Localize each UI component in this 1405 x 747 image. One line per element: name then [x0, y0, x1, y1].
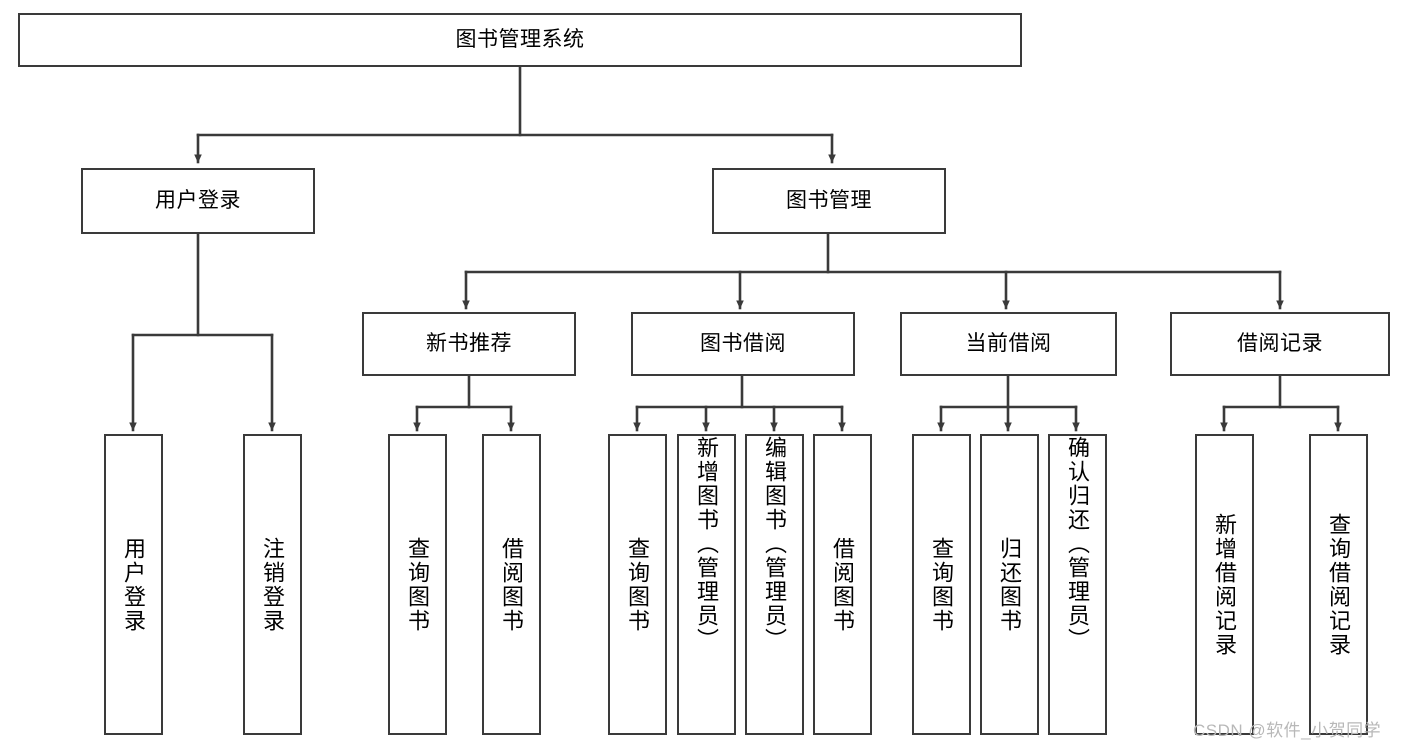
csdn-watermark: CSDN @软件_小贺同学	[1193, 721, 1382, 740]
leaf-confirm-return-admin[interactable]: 确认归还（管理员）	[1048, 434, 1107, 735]
node-root-system[interactable]: 图书管理系统	[18, 13, 1022, 67]
node-label: 新增图书（管理员）	[694, 436, 720, 652]
leaf-edit-book-admin[interactable]: 编辑图书（管理员）	[745, 434, 804, 735]
node-label: 图书借阅	[700, 332, 786, 356]
node-label: 用户登录	[155, 189, 241, 213]
node-borrow-record[interactable]: 借阅记录	[1170, 312, 1390, 376]
node-label: 查询图书	[405, 536, 431, 633]
node-label: 注销登录	[260, 536, 286, 633]
leaf-borrow-book-recommend[interactable]: 借阅图书	[482, 434, 541, 735]
leaf-return-book[interactable]: 归还图书	[980, 434, 1039, 735]
leaf-user-login[interactable]: 用户登录	[104, 434, 163, 735]
node-label: 查询图书	[929, 536, 955, 633]
node-label: 新书推荐	[426, 332, 512, 356]
node-label: 查询借阅记录	[1326, 512, 1352, 657]
node-label: 用户登录	[121, 536, 147, 633]
node-label: 确认归还（管理员）	[1065, 436, 1091, 652]
node-label: 新增借阅记录	[1212, 512, 1238, 657]
node-new-book-recommend[interactable]: 新书推荐	[362, 312, 576, 376]
leaf-user-logout[interactable]: 注销登录	[243, 434, 302, 735]
node-book-borrow[interactable]: 图书借阅	[631, 312, 855, 376]
node-label: 借阅记录	[1237, 332, 1323, 356]
node-label: 借阅图书	[499, 536, 525, 633]
node-label: 归还图书	[997, 536, 1023, 633]
leaf-query-book-recommend[interactable]: 查询图书	[388, 434, 447, 735]
node-book-management[interactable]: 图书管理	[712, 168, 946, 234]
node-label: 编辑图书（管理员）	[762, 436, 788, 652]
leaf-borrow-book[interactable]: 借阅图书	[813, 434, 872, 735]
leaf-add-book-admin[interactable]: 新增图书（管理员）	[677, 434, 736, 735]
leaf-query-book-current[interactable]: 查询图书	[912, 434, 971, 735]
node-user-login[interactable]: 用户登录	[81, 168, 315, 234]
node-label: 当前借阅	[965, 332, 1052, 356]
leaf-add-borrow-record[interactable]: 新增借阅记录	[1195, 434, 1254, 735]
node-label: 查询图书	[625, 536, 651, 633]
node-label: 借阅图书	[830, 536, 856, 633]
node-current-borrow[interactable]: 当前借阅	[900, 312, 1117, 376]
node-label: 图书管理系统	[455, 28, 585, 52]
leaf-query-borrow-record[interactable]: 查询借阅记录	[1309, 434, 1368, 735]
leaf-query-book-borrow[interactable]: 查询图书	[608, 434, 667, 735]
node-label: 图书管理	[786, 189, 872, 213]
